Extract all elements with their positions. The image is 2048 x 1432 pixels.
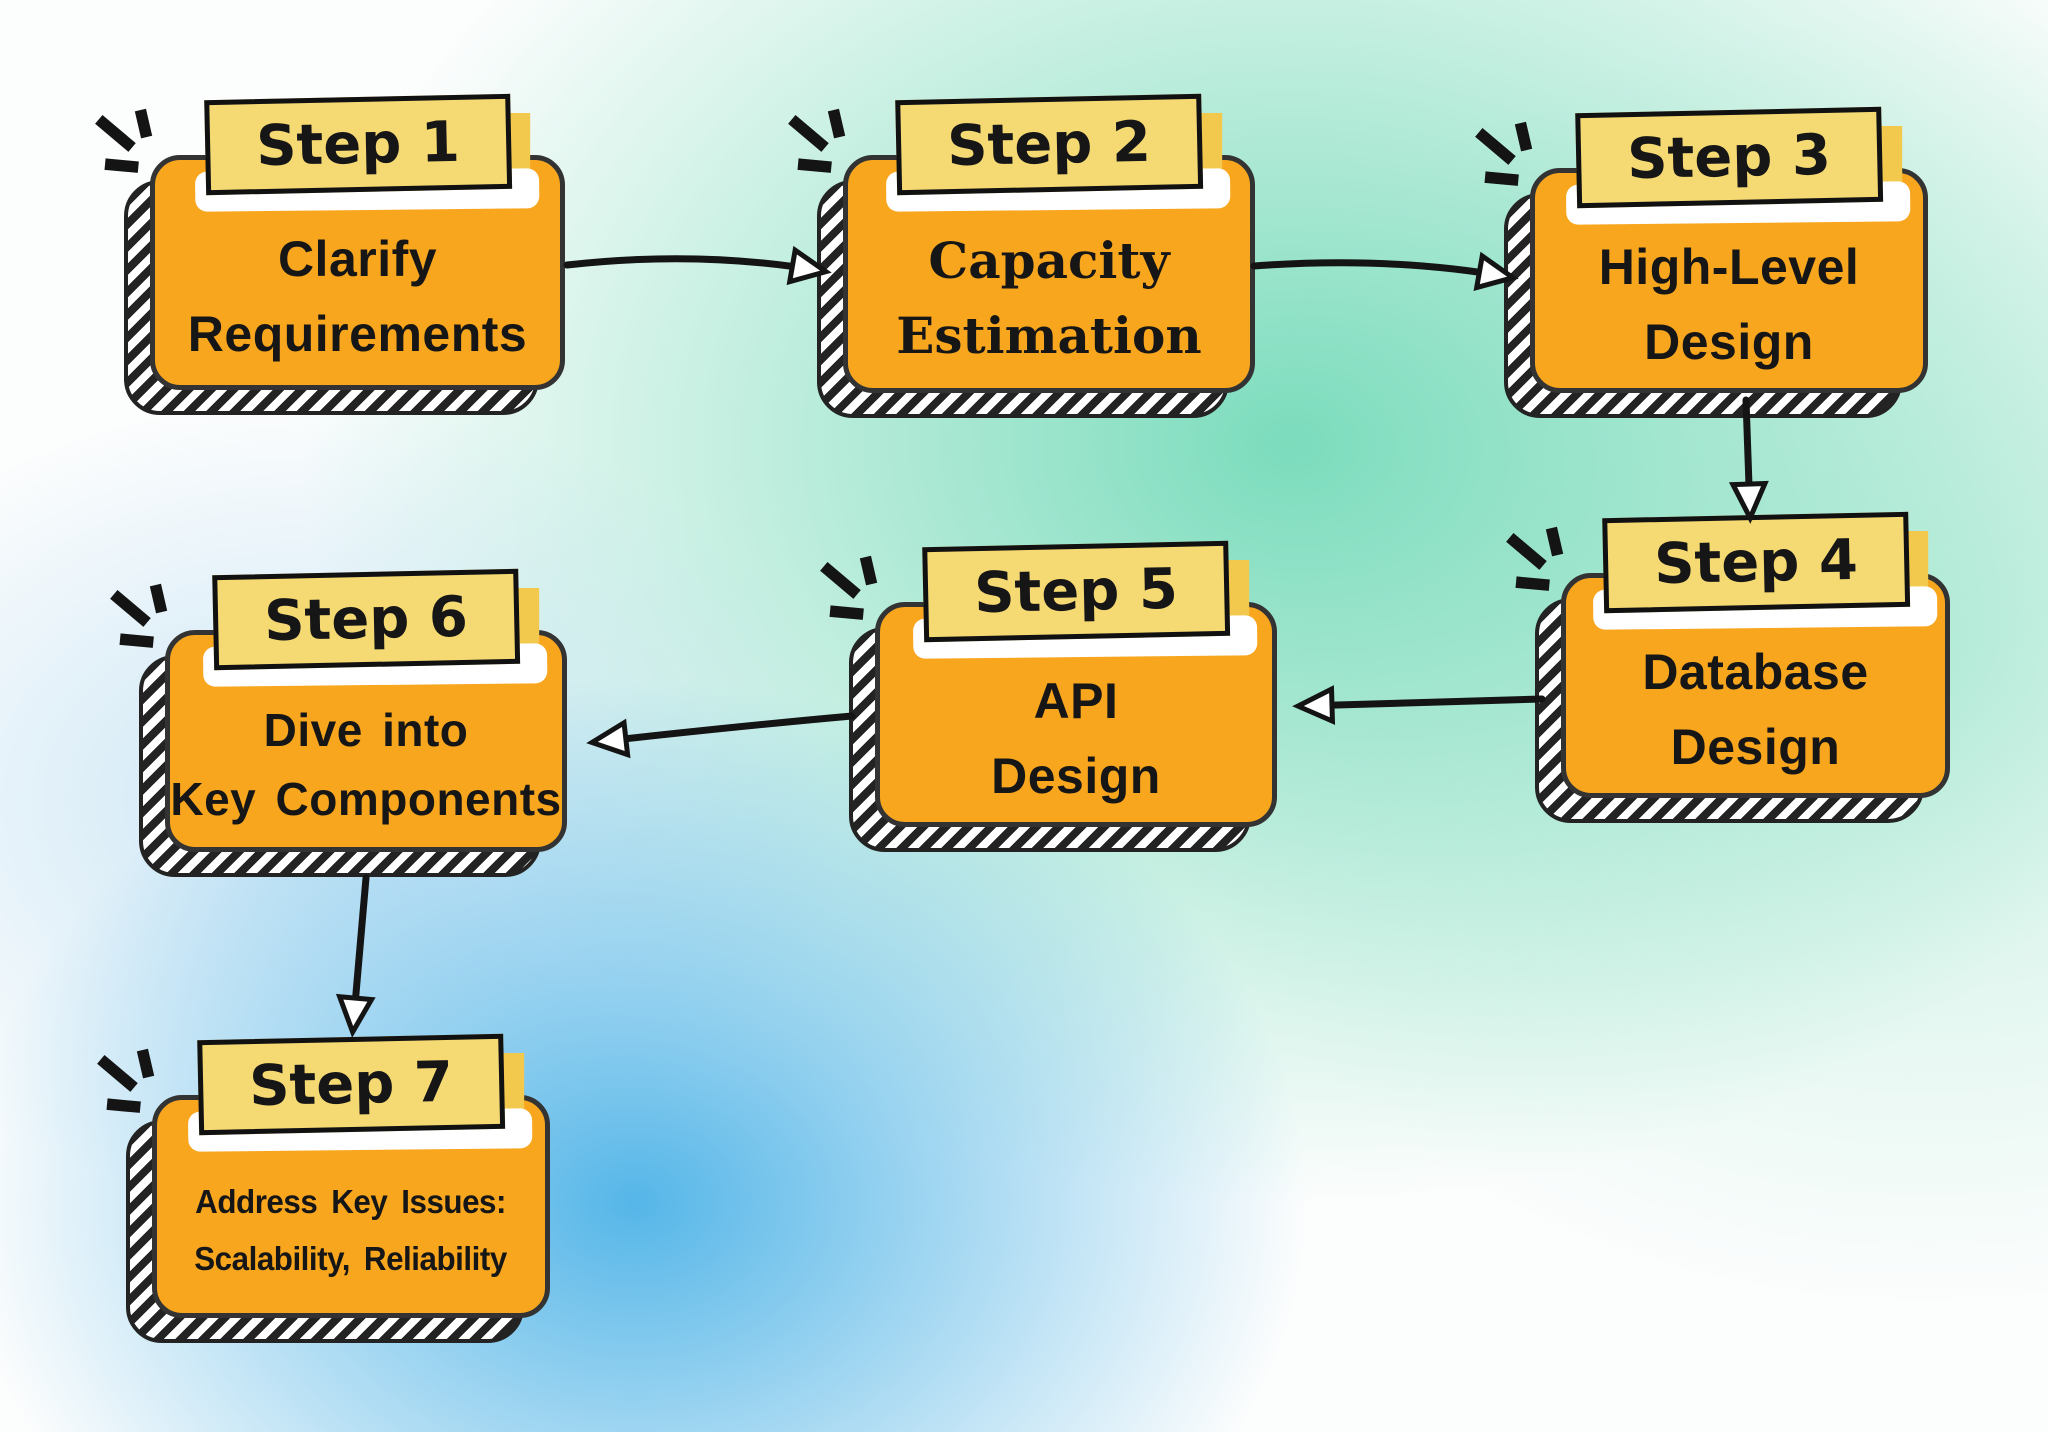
step-1-card: Clarify Requirements Step 1 [95,93,565,415]
step-5-label-wrap: Step 5 [912,540,1258,659]
step-2-label-wrap: Step 2 [885,93,1231,212]
step-3-title-line2: Design [1644,313,1814,370]
step-6-title-line1: Dive into [263,704,469,756]
step-4-label-wrap: Step 4 [1592,511,1937,630]
step-1-title-line1: Clarify [277,230,438,287]
connector-step2-step3 [1250,251,1519,291]
step-4-title-line2: Design [1670,718,1841,775]
step-7-card: Address Key Issues: Scalability, Reliabi… [97,1033,550,1343]
step-7-title-line1: Address Key Issues: [195,1183,507,1221]
step-1-title-line2: Requirements [187,305,528,362]
burst-icon [95,108,153,173]
burst-icon [1506,526,1564,591]
connector-step4-step5 [1292,685,1546,725]
step-4-card: Database Design Step 4 [1506,511,1950,823]
step-3-label: Step 3 [1575,106,1883,209]
step-5-title-line1: API [1033,672,1119,729]
burst-icon [1475,121,1533,186]
step-6-title-line2: Key Components [170,773,562,825]
step-2-card: Capacity Estimation Step 2 [788,93,1255,418]
step-5-title-line2: Design [991,747,1161,804]
step-5-card: API Design Step 5 [820,540,1277,852]
step-5-label: Step 5 [922,540,1230,643]
step-7-title-line2: Scalability, Reliability [194,1239,508,1277]
step-7-label: Step 7 [197,1033,505,1136]
step-7-label-wrap: Step 7 [187,1033,533,1152]
step-2-title-line2: Estimation [896,306,1202,365]
step-1-label: Step 1 [203,93,512,196]
step-6-label-wrap: Step 6 [202,568,548,687]
step-6-card: Dive into Key Components Step 6 [110,568,567,877]
burst-icon [820,555,878,620]
burst-icon [788,108,846,173]
step-4-title-line1: Database [1642,643,1869,700]
connector-step6-step7 [335,874,376,1038]
step-2-title-line1: Capacity [928,231,1170,290]
burst-icon [97,1048,155,1113]
connector-step1-step2 [563,245,832,286]
step-2-label: Step 2 [895,93,1203,196]
step-3-title-line1: High-Level [1598,238,1860,295]
step-3-card: High-Level Design Step 3 [1475,106,1928,418]
burst-icon [110,583,168,648]
step-1-label-wrap: Step 1 [194,93,539,212]
step-3-label-wrap: Step 3 [1565,106,1911,225]
step-6-label: Step 6 [212,568,520,671]
step-4-label: Step 4 [1601,511,1910,614]
connector-step5-step6 [586,712,856,759]
